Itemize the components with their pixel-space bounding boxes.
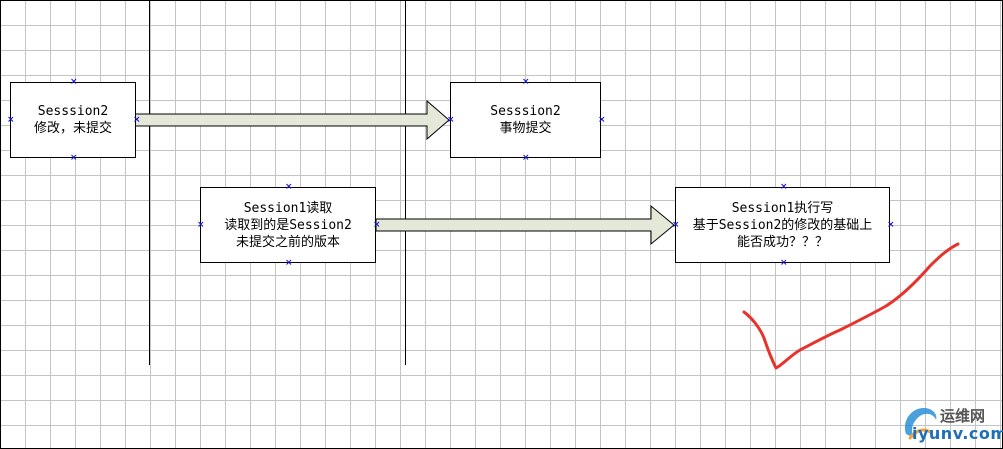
box-session1-read[interactable]: Session1读取 读取到的是Session2 未提交之前的版本 [200, 187, 376, 263]
watermark-logo: 运维网 iyunv.com [900, 400, 1003, 446]
selection-handle[interactable]: × [133, 115, 141, 125]
box-session1-write[interactable]: Session1执行写 基于Session2的修改的基础上 能否成功？？？ [675, 187, 890, 263]
selection-handle[interactable]: × [285, 182, 293, 192]
selection-handle[interactable]: × [780, 258, 788, 268]
selection-handle[interactable]: × [672, 220, 680, 230]
selection-handle[interactable]: × [197, 220, 205, 230]
selection-handle[interactable]: × [522, 153, 530, 163]
watermark-url-text: iyunv.com [912, 424, 1003, 443]
selection-handle[interactable]: × [7, 115, 15, 125]
vertical-divider-left [149, 0, 150, 365]
vertical-divider-right [405, 0, 406, 365]
arrow-box3-to-box4 [375, 204, 675, 246]
swoosh-icon [904, 408, 937, 440]
selection-handle[interactable]: × [70, 77, 78, 87]
watermark-cn-text: 运维网 [940, 407, 986, 425]
box4-line2: 基于Session2的修改的基础上 [692, 217, 873, 233]
box4-line1: Session1执行写 [731, 200, 834, 216]
box2-line1: Sesssion2 [490, 104, 561, 119]
selection-handle[interactable]: × [780, 182, 788, 192]
arrow-box1-to-box2 [134, 99, 450, 141]
selection-handle[interactable]: × [598, 115, 606, 125]
box3-line3: 未提交之前的版本 [235, 234, 340, 250]
box3-line2: 读取到的是Session2 [224, 217, 352, 233]
box2-line2: 事物提交 [499, 121, 552, 136]
box-session2-modify[interactable]: Sesssion2 修改，未提交 [10, 82, 136, 158]
selection-handle[interactable]: × [447, 115, 455, 125]
red-checkmark [742, 242, 960, 370]
selection-handle[interactable]: × [285, 258, 293, 268]
selection-handle[interactable]: × [373, 220, 381, 230]
box1-line2: 修改，未提交 [33, 121, 112, 136]
selection-handle[interactable]: × [70, 153, 78, 163]
box3-line1: Session1读取 [243, 200, 333, 216]
selection-handle[interactable]: × [887, 220, 895, 230]
box4-line3: 能否成功？？？ [736, 234, 828, 250]
box1-line1: Sesssion2 [37, 104, 109, 119]
box-session2-commit[interactable]: Sesssion2 事物提交 [450, 82, 601, 158]
selection-handle[interactable]: × [522, 77, 530, 87]
